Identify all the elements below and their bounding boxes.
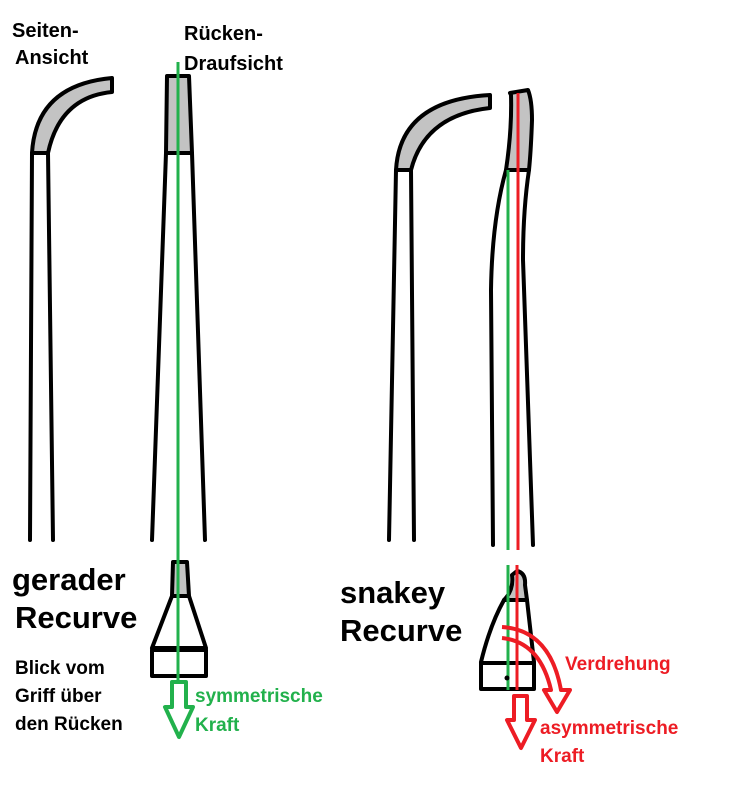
symmetric-label: Kraft xyxy=(195,715,240,736)
symmetric-force-arrow xyxy=(163,680,195,739)
side-view-label: Seiten- xyxy=(12,20,79,42)
back-view-label: Draufsicht xyxy=(184,53,283,75)
view-note: Griff über xyxy=(15,686,102,707)
straight-recurve-title: gerader xyxy=(12,562,126,597)
view-note: Blick vom xyxy=(15,658,105,679)
straight-recurve-title: Recurve xyxy=(15,600,137,635)
symmetric-label: symmetrische xyxy=(195,686,323,707)
snakey-back-view xyxy=(489,88,535,547)
center-dot xyxy=(504,675,510,681)
asymmetric-label: Kraft xyxy=(540,746,585,767)
side-view-label: Ansicht xyxy=(15,47,89,69)
asymmetric-force-arrow xyxy=(505,694,537,750)
straight-side-view xyxy=(28,76,114,542)
snakey-recurve-title: snakey xyxy=(340,575,446,610)
snakey-recurve-title: Recurve xyxy=(340,613,462,648)
snakey-side-view xyxy=(387,93,492,542)
view-note: den Rücken xyxy=(15,714,123,735)
twist-arrow xyxy=(501,625,572,714)
back-view-label: Rücken- xyxy=(184,23,263,45)
twist-label: Verdrehung xyxy=(565,654,671,675)
asymmetric-label: asymmetrische xyxy=(540,718,678,739)
